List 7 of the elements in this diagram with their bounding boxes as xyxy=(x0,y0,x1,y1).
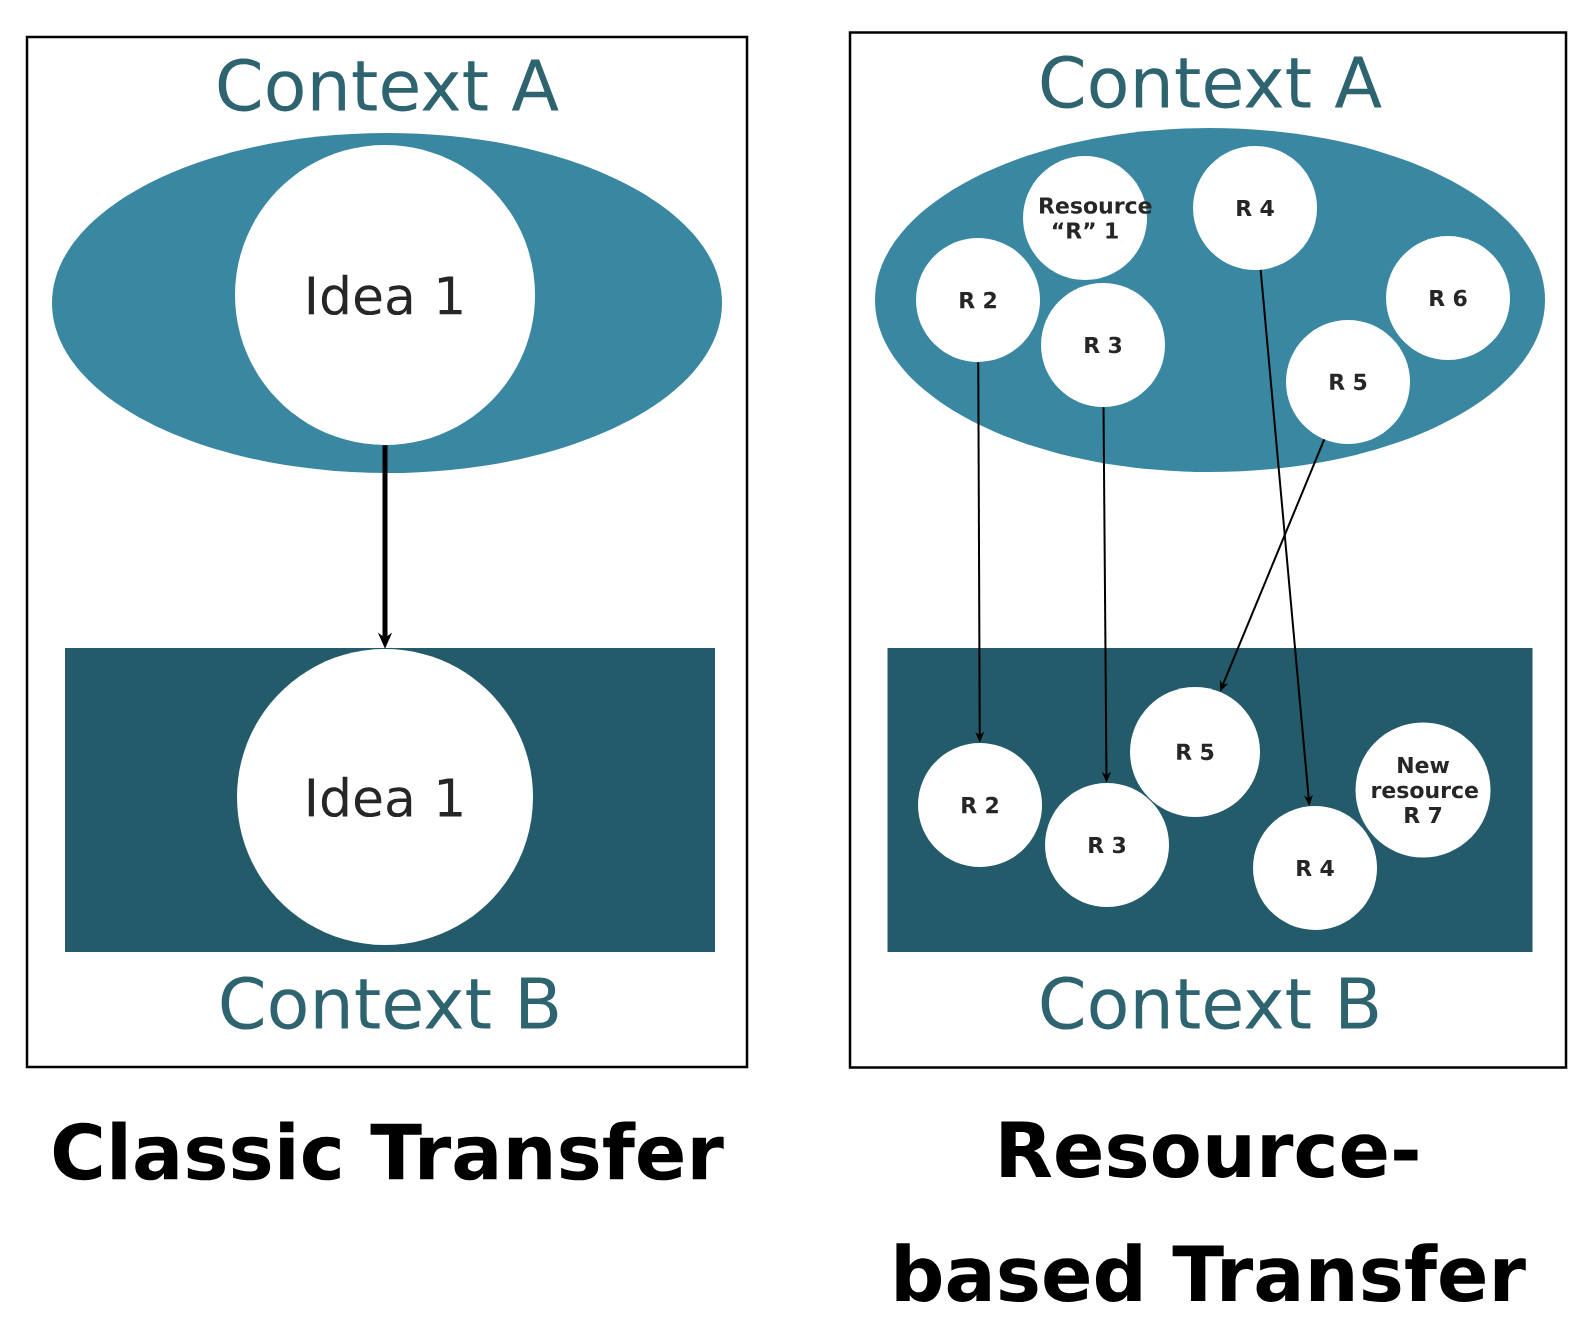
panel-caption: Resource-based Transfer xyxy=(896,1121,1526,1302)
panel-caption: Classic Transfer xyxy=(53,1121,724,1181)
context-heading: Context B xyxy=(1041,976,1378,1030)
context-heading: Context A xyxy=(218,58,559,112)
node-label: Idea 1 xyxy=(308,274,462,316)
context-heading: Context B xyxy=(221,976,558,1030)
context-heading: Context A xyxy=(1041,55,1382,109)
